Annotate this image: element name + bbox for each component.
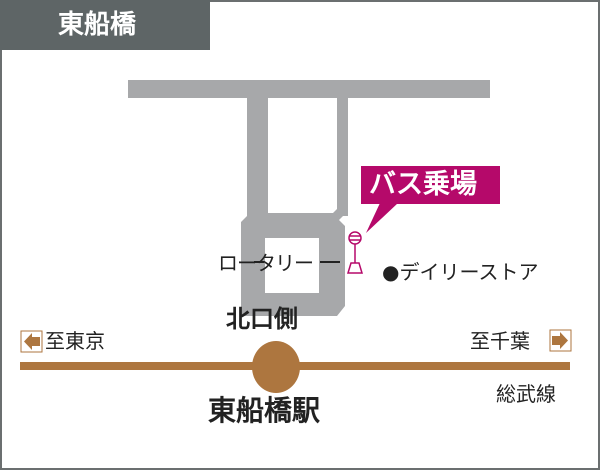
rotary-label: ロータリー [218,251,314,275]
direction-chiba: 至千葉 [470,329,530,353]
station-marker [252,341,300,393]
direction-tokyo: 至東京 [45,329,105,353]
road-right [337,96,348,216]
bus-label-box [361,166,500,204]
arrow-left-icon [20,330,43,353]
rotary-center [265,238,319,293]
bus-stop-icon [346,231,364,274]
header-title: 東船橋 [58,10,137,40]
header-tab [0,0,210,50]
arrow-right-icon [549,329,572,352]
road-left [247,96,268,216]
road-top [128,80,490,98]
bus-stop-label: バス乗場 [369,169,477,200]
line-name: 総武線 [496,382,556,406]
bus-label-pointer [366,203,398,233]
exit-label: 北口側 [226,305,298,333]
store-label: ●デイリーストア [382,260,539,284]
station-name: 東船橋駅 [208,394,321,427]
